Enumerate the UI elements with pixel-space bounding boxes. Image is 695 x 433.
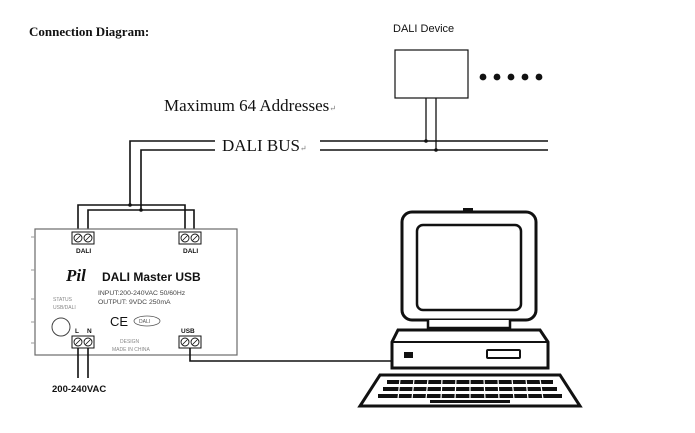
input-spec: INPUT:200-240VAC 50/60Hz xyxy=(98,290,186,297)
status-text-2: USB/DALI xyxy=(53,305,76,311)
controller-junction-1 xyxy=(128,203,132,207)
monitor-screen xyxy=(415,223,523,312)
monitor-neck xyxy=(426,320,512,330)
dali-device-box xyxy=(394,49,469,99)
power-label: 200-240VAC xyxy=(52,384,106,395)
brand-logo: Pil xyxy=(65,266,86,285)
power-button xyxy=(404,352,413,358)
max-addresses-label: Maximum 64 Addresses↵ xyxy=(164,96,336,115)
dali-master-usb-controller: DALI DALI Pil DALI Master USB INPUT:200-… xyxy=(31,228,238,356)
status-button xyxy=(51,317,71,337)
output-spec: OUTPUT: 9VDC 250mA xyxy=(98,299,171,306)
controller-body xyxy=(34,228,238,356)
power-terminal xyxy=(71,335,95,349)
controller-edge-ticks xyxy=(31,236,35,344)
controller-wiring xyxy=(77,204,195,232)
dali-bus-lines xyxy=(129,140,548,210)
controller-junction-2 xyxy=(139,208,143,212)
power-leads xyxy=(77,348,89,378)
more-devices-dots xyxy=(479,73,543,81)
computer-icon xyxy=(357,208,583,408)
usb-label: USB xyxy=(181,328,195,335)
usb-terminal xyxy=(178,335,202,349)
max-addresses-mark: ↵ xyxy=(329,104,336,113)
dali-terminal-left-label: DALI xyxy=(76,248,91,255)
origin-text-2: MADE IN CHINA xyxy=(112,347,150,353)
computer-base xyxy=(390,328,550,370)
diagram-title: Connection Diagram: xyxy=(29,24,149,39)
drive-slot xyxy=(486,349,521,359)
dali-oval-text: DALI xyxy=(139,319,150,325)
status-text-1: STATUS xyxy=(53,297,73,303)
terminal-l-label: L xyxy=(75,328,79,335)
dali-terminal-right xyxy=(178,231,202,245)
monitor-notch xyxy=(463,208,473,213)
product-name: DALI Master USB xyxy=(102,270,201,284)
keyboard-key-gaps xyxy=(397,378,544,400)
dali-terminal-left xyxy=(71,231,95,245)
terminal-n-label: N xyxy=(87,328,92,335)
origin-text-1: DESIGN xyxy=(120,339,140,345)
dali-bus-mark: ↵ xyxy=(300,144,307,153)
usb-cable xyxy=(189,348,395,362)
dali-terminal-right-label: DALI xyxy=(183,248,198,255)
ce-mark: CE xyxy=(110,314,128,329)
dali-bus-label: DALI BUS↵ xyxy=(222,136,307,155)
dali-device-label: DALI Device xyxy=(393,23,454,35)
dali-oval-logo xyxy=(133,315,161,327)
